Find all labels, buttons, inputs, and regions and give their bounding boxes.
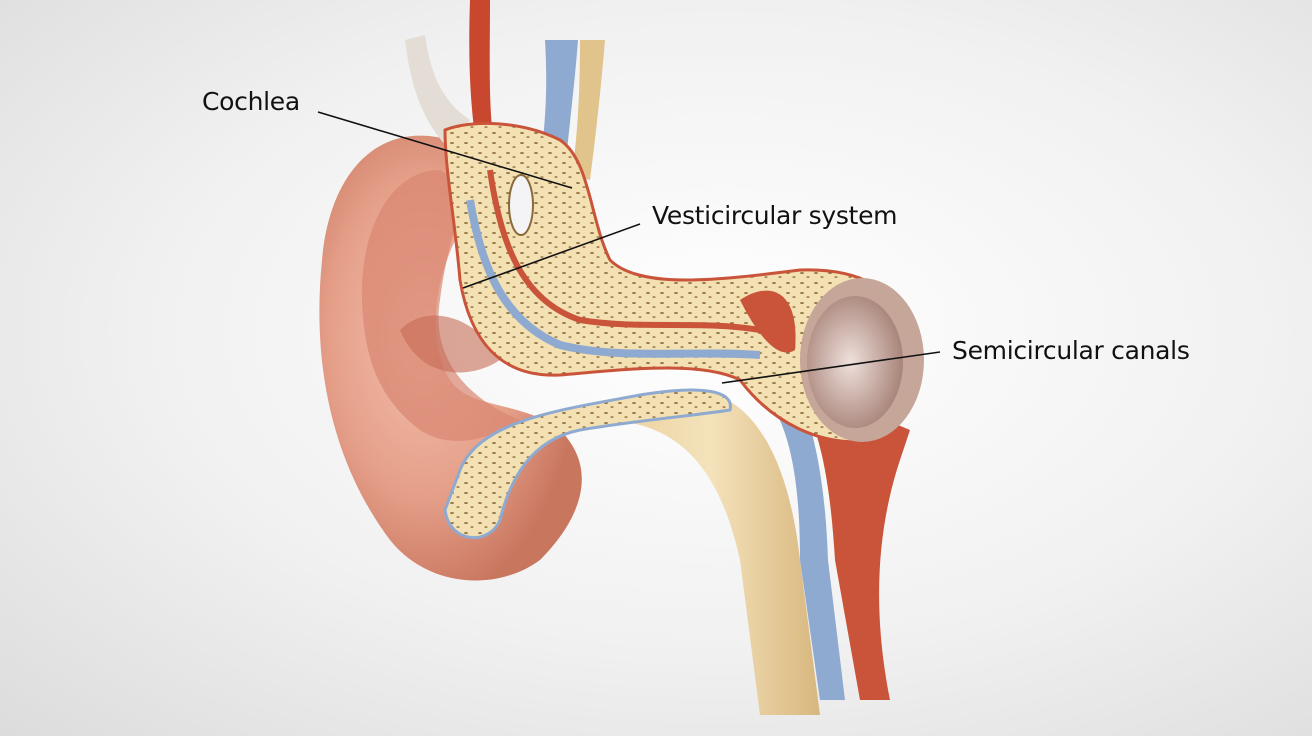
lower-bone: [443, 388, 732, 540]
label-cochlea: Cochlea: [202, 87, 300, 116]
semicircular-leader-line: [721, 351, 941, 384]
cochlea-leader-line: [317, 111, 573, 189]
label-vesticircular-system: Vesticircular system: [652, 201, 898, 230]
ear-canal: [600, 380, 910, 715]
tympanic-membrane: [800, 278, 924, 442]
temporal-bone: [443, 121, 909, 444]
label-semicircular-canals: Semicircular canals: [952, 336, 1190, 365]
vesticircular-leader-line: [462, 223, 641, 289]
